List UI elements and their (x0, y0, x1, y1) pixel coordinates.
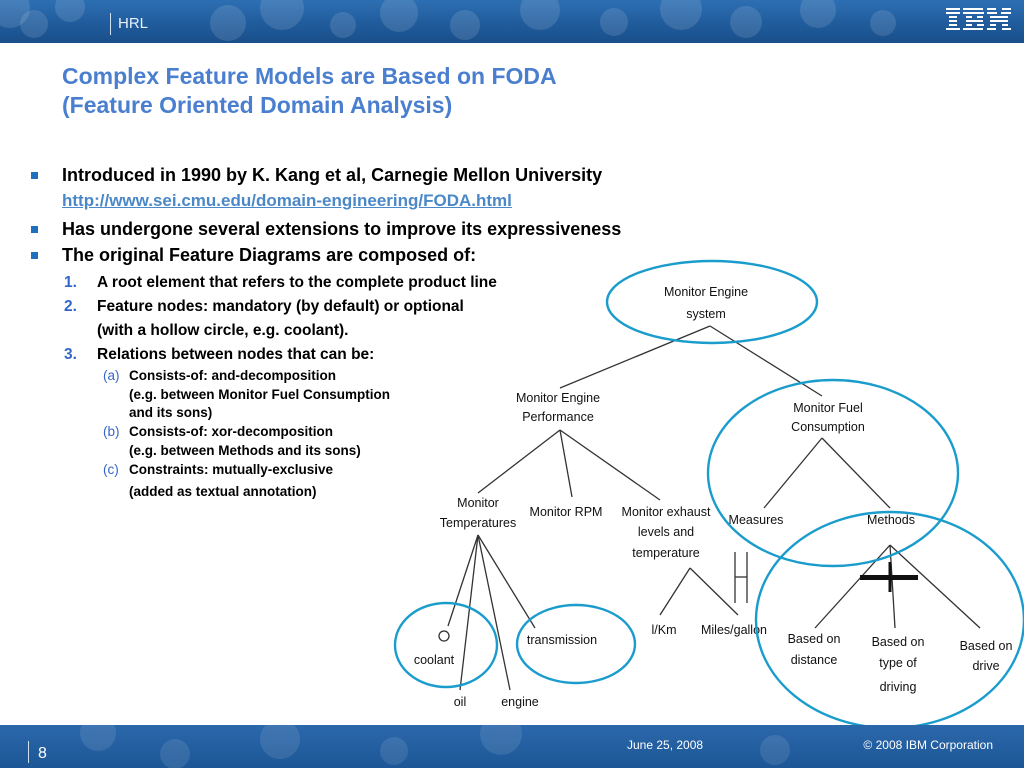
bullet-marker-icon (31, 252, 38, 259)
num-2-text: Feature nodes: mandatory (by default) or… (97, 298, 464, 315)
exhaust-node-l2: levels and (638, 525, 694, 539)
transmission-node: transmission (527, 633, 597, 647)
methods-highlight (754, 510, 1024, 730)
footer-banner: 8 June 25, 2008 © 2008 IBM Corporation (0, 725, 1024, 768)
footer-date: June 25, 2008 (627, 738, 704, 752)
num-2-cont: (with a hollow circle, e.g. coolant). (97, 322, 349, 339)
foda-link[interactable]: http://www.sei.cmu.edu/domain-engineerin… (62, 191, 512, 210)
distance-node-l2: distance (791, 653, 838, 667)
oil-node: oil (454, 695, 467, 709)
bullet-1: Introduced in 1990 by K. Kang et al, Car… (62, 165, 603, 185)
root-highlight (605, 259, 819, 345)
type-node-l1: Based on (872, 635, 925, 649)
alpha-a-text: Consists-of: and-decomposition (129, 368, 336, 383)
exhaust-node-l1: Monitor exhaust (622, 505, 711, 519)
root-node-l1: Monitor Engine (664, 285, 748, 299)
lkm-node: l/Km (652, 623, 677, 637)
bullet-marker-icon (31, 226, 38, 233)
drive-node-l2: drive (972, 659, 999, 673)
fuel-node-l1: Monitor Fuel (793, 401, 862, 415)
slide-title: Complex Feature Models are Based on FODA… (62, 62, 557, 120)
page-number: 8 (38, 745, 47, 762)
measures-node: Measures (729, 513, 784, 527)
alpha-c-text: Constraints: mutually-exclusive (129, 462, 334, 477)
bullet-marker-icon (31, 172, 38, 179)
bullet-3: The original Feature Diagrams are compos… (62, 245, 477, 265)
footer-copyright: © 2008 IBM Corporation (863, 738, 993, 752)
type-node-l2: type of (879, 656, 917, 670)
num-3-label: 3. (64, 346, 77, 363)
header-separator (110, 13, 111, 35)
miles-node: Miles/gallon (701, 623, 767, 637)
top-banner: HRL (0, 0, 1024, 43)
temp-node-l2: Temperatures (440, 516, 516, 530)
root-node-l2: system (686, 307, 726, 321)
type-node-l3: driving (880, 680, 917, 694)
alpha-a-cont-2: and its sons) (129, 405, 213, 420)
methods-node: Methods (867, 513, 915, 527)
exhaust-node-l3: temperature (632, 546, 699, 560)
alpha-b-text: Consists-of: xor-decomposition (129, 424, 334, 439)
title-line-1: Complex Feature Models are Based on FODA (62, 63, 557, 89)
title-line-2: (Feature Oriented Domain Analysis) (62, 92, 453, 118)
num-2-label: 2. (64, 298, 77, 315)
alpha-a-cont-1: (e.g. between Monitor Fuel Consumption (129, 387, 390, 402)
bullet-2: Has undergone several extensions to impr… (62, 219, 622, 239)
coolant-node: coolant (414, 653, 455, 667)
ibm-logo (946, 8, 1011, 30)
alpha-b-label: (b) (103, 424, 120, 439)
footer-separator (28, 741, 29, 763)
alpha-c-cont: (added as textual annotation) (129, 484, 317, 499)
optional-circle-icon (438, 630, 450, 642)
fuel-node-l2: Consumption (791, 420, 865, 434)
perf-node-l2: Performance (522, 410, 594, 424)
alpha-c-label: (c) (103, 462, 119, 477)
transmission-highlight (515, 603, 637, 685)
temp-node-l1: Monitor (457, 496, 499, 510)
engine-node: engine (501, 695, 539, 709)
num-1-text: A root element that refers to the comple… (97, 274, 497, 291)
distance-node-l1: Based on (788, 632, 841, 646)
fuel-highlight (706, 378, 960, 568)
drive-node-l1: Based on (960, 639, 1013, 653)
coolant-highlight (393, 601, 499, 689)
perf-node-l1: Monitor Engine (516, 391, 600, 405)
rpm-node: Monitor RPM (530, 505, 603, 519)
num-3-text: Relations between nodes that can be: (97, 346, 375, 363)
alpha-a-label: (a) (103, 368, 120, 383)
org-label: HRL (118, 15, 149, 32)
alpha-b-cont: (e.g. between Methods and its sons) (129, 443, 361, 458)
num-1-label: 1. (64, 274, 77, 291)
